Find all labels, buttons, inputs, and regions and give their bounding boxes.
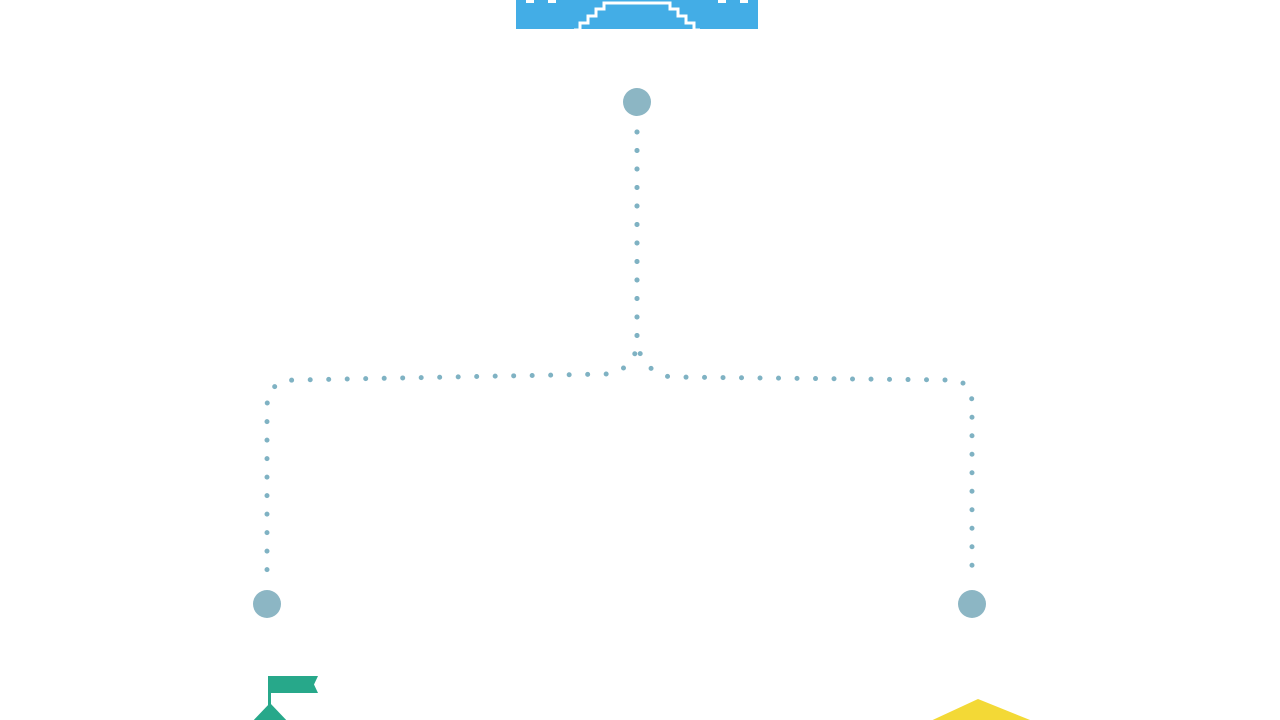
flag-icon: [253, 676, 318, 720]
root-node: [623, 88, 651, 116]
connector-root-to-right: [634, 129, 975, 583]
right-child-node: [958, 590, 986, 618]
connector-lines: [264, 129, 975, 583]
left-child-node: [253, 590, 281, 618]
castle-icon: [516, 0, 758, 32]
tent-icon: [932, 699, 1031, 720]
connector-root-to-left: [264, 129, 640, 583]
